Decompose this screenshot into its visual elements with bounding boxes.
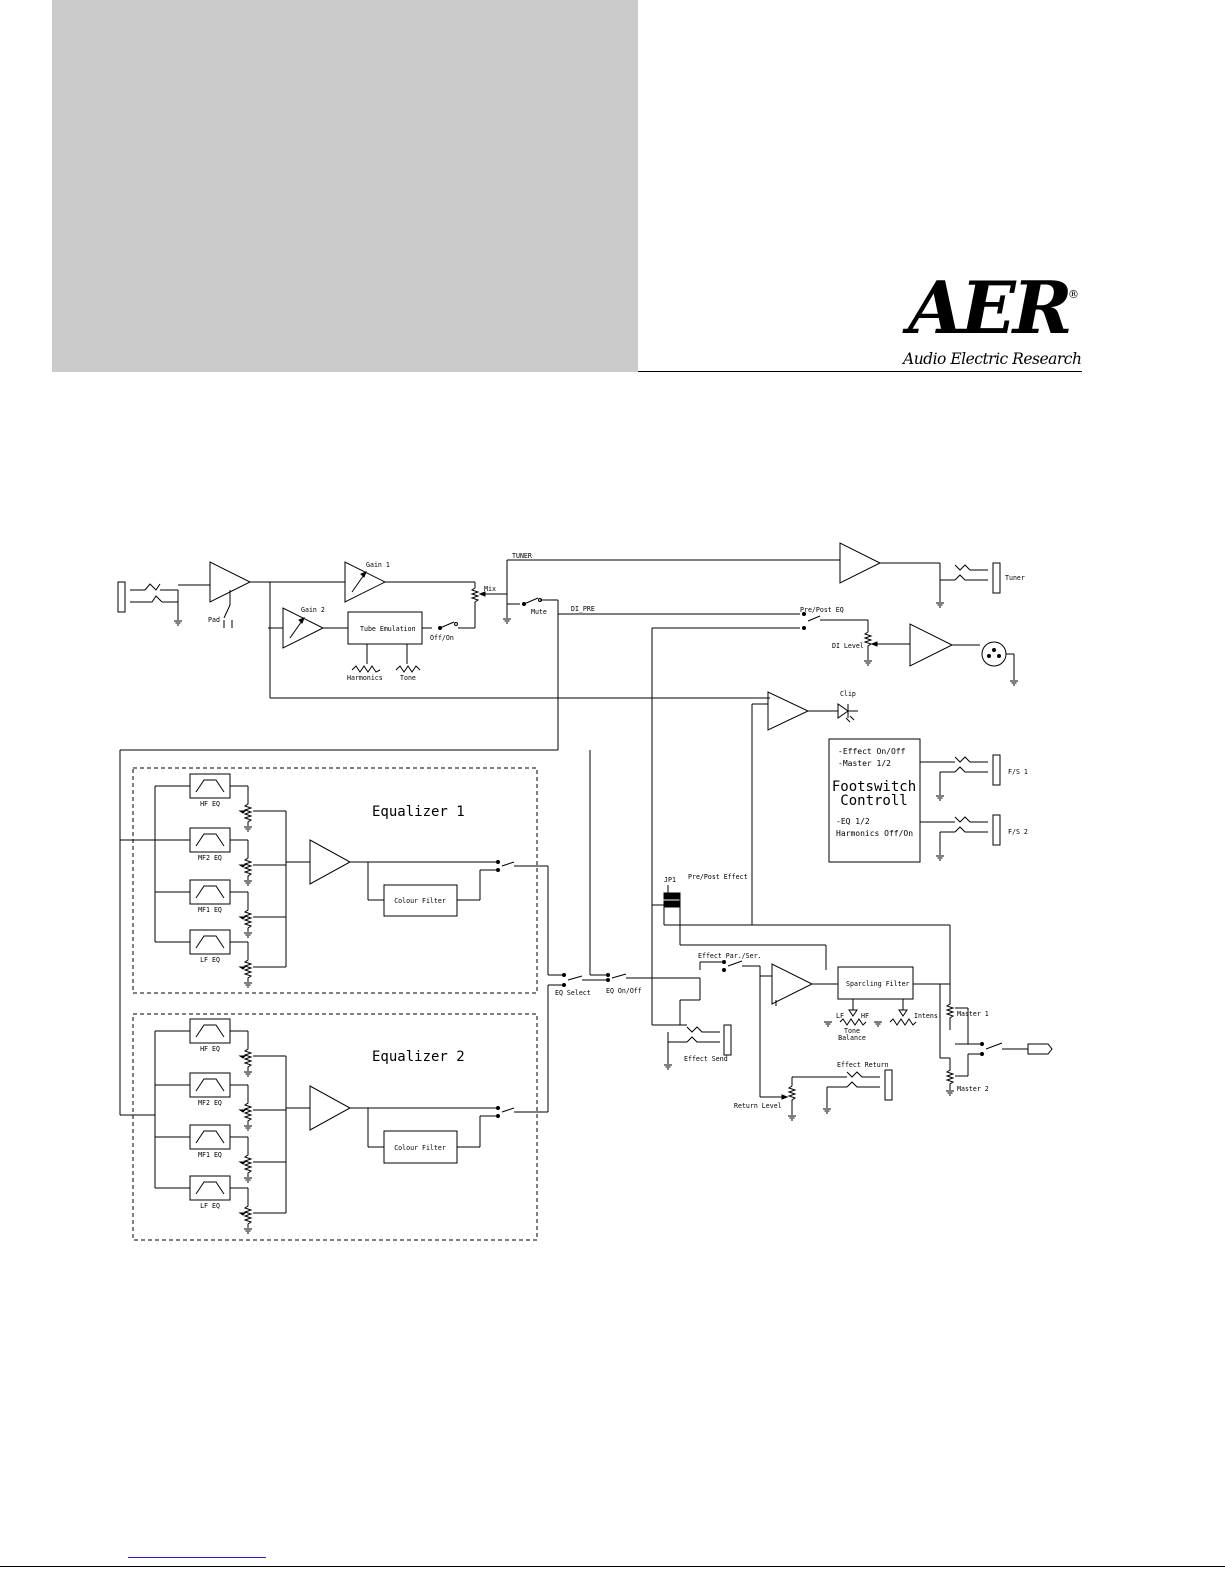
label-harmonics: Harmonics	[347, 674, 383, 682]
header-rule	[638, 371, 1082, 372]
label-equalizer1: Equalizer 1	[372, 804, 465, 820]
label-eq-onoff: EQ On/Off	[606, 987, 642, 995]
label-tone-balance-1: Tone	[844, 1027, 860, 1035]
eq1-band-1: MF2 EQ	[198, 854, 222, 862]
eq2-filter-label: Colour Filter	[394, 1144, 446, 1152]
aer-logo: AER ® Audio Electric Research	[900, 265, 1082, 369]
label-fs-title1: Footswitch	[832, 779, 916, 795]
label-fs1: F/S 1	[1008, 768, 1028, 776]
input-jack	[117, 581, 210, 620]
harmonics-pot	[351, 665, 381, 673]
eq2-band-2: MF1 EQ	[198, 1151, 222, 1159]
intens-pot	[889, 1018, 917, 1026]
eq2-band-0: HF EQ	[200, 1045, 220, 1053]
footer-rule	[0, 1566, 1225, 1567]
effect-par-ser-switch	[722, 960, 743, 972]
pre-post-eq-switch	[652, 612, 868, 630]
clip-sum-amp	[767, 691, 810, 731]
gain2-amp	[282, 607, 325, 649]
tuner-buffer-amp	[839, 542, 882, 584]
label-tone: Tone	[400, 674, 416, 682]
eq1-band-3: LF EQ	[200, 956, 220, 964]
xlr-connector	[981, 641, 1007, 667]
master2-pot	[945, 1053, 980, 1090]
label-equalizer2: Equalizer 2	[372, 1049, 465, 1065]
label-mix: Mix	[484, 585, 496, 593]
eq1-band-0: HF EQ	[200, 800, 220, 808]
diagram-labels: Pad Gain 1 Gain 2 Tube Emulation Off/On …	[198, 552, 1028, 1210]
power-amp-output	[1027, 1043, 1053, 1055]
label-jp1: JP1	[664, 876, 676, 884]
jp1-jumper	[652, 885, 752, 945]
footer-link-underline[interactable]	[128, 1557, 266, 1558]
label-pre-post-eq: Pre/Post EQ	[800, 606, 844, 614]
label-intens: Intens.	[914, 1012, 942, 1020]
label-sparkling-filter: Sparcling Filter	[846, 980, 910, 988]
label-tube-emulation: Tube Emulation	[360, 625, 416, 633]
label-lf: LF	[836, 1012, 844, 1020]
label-pre-post-effect: Pre/Post Effect	[688, 873, 748, 881]
label-off-on: Off/On	[430, 634, 454, 642]
di-level-pot	[863, 620, 910, 660]
eq-onoff-switch	[606, 973, 627, 982]
clip-led	[837, 703, 858, 723]
footswitch-control-block	[828, 738, 921, 863]
registered-mark: ®	[1068, 288, 1079, 301]
eq1-sum-amp	[309, 839, 352, 885]
label-eq-select: EQ Select	[555, 989, 591, 997]
fs2-jack	[920, 814, 1001, 855]
label-tone-balance-2: Balance	[838, 1034, 866, 1042]
label-fs2: F/S 2	[1008, 828, 1028, 836]
di-balanced-driver	[909, 623, 954, 667]
logo-wordmark: AER	[908, 265, 1073, 350]
label-tuner-signal: TUNER	[512, 552, 532, 560]
label-effect-return: Effect Return	[837, 1061, 889, 1069]
label-pad: Pad	[208, 616, 220, 624]
label-di-pre: DI_PRE	[571, 605, 595, 613]
eq1-band-2: MF1 EQ	[198, 906, 222, 914]
label-mute: Mute	[531, 608, 547, 616]
header-grey-block	[52, 0, 638, 372]
label-gain2: Gain 2	[301, 606, 325, 614]
label-effect-par-ser: Effect Par./Ser.	[698, 952, 762, 960]
master1-pot	[945, 1000, 980, 1045]
label-tuner-out: Tuner	[1005, 574, 1025, 582]
label-fs-effect: -Effect On/Off	[838, 747, 906, 756]
return-level-pot	[760, 1077, 797, 1115]
tone-balance-pot	[839, 1018, 867, 1026]
label-di-level: DI Level	[832, 642, 864, 650]
label-return-level: Return Level	[734, 1102, 782, 1110]
tuner-jack	[939, 562, 1001, 602]
eq2-band-3: LF EQ	[200, 1202, 220, 1210]
effect-send-jack	[652, 1024, 732, 1064]
pad-switch	[223, 590, 233, 628]
label-fs-eq: -EQ 1/2	[836, 817, 870, 826]
label-fs-harmonics: Harmonics Off/On	[836, 829, 913, 838]
mix-pot	[470, 582, 507, 628]
label-clip: Clip	[840, 690, 856, 698]
eq2-band-1: MF2 EQ	[198, 1099, 222, 1107]
sparkling-filter-block	[837, 966, 914, 1000]
label-gain1: Gain 1	[366, 561, 390, 569]
eq1-filter-label: Colour Filter	[394, 897, 446, 905]
effect-sum-amp	[771, 963, 814, 1005]
label-fs-master: -Master 1/2	[838, 759, 891, 768]
fs1-jack	[920, 754, 1001, 795]
label-fs-title2: Controll	[840, 793, 907, 809]
label-master2: Master 2	[957, 1085, 989, 1093]
label-effect-send: Effect Send	[684, 1055, 728, 1063]
effect-return-jack	[792, 1069, 893, 1108]
master-select-switch	[980, 1042, 1053, 1056]
eq-select-switch	[548, 973, 583, 987]
tone-pot	[395, 665, 421, 673]
label-hf: HF	[861, 1012, 869, 1020]
logo-subtitle: Audio Electric Research	[903, 350, 1082, 368]
label-master1: Master 1	[957, 1010, 989, 1018]
eq2-sum-amp	[309, 1085, 352, 1131]
